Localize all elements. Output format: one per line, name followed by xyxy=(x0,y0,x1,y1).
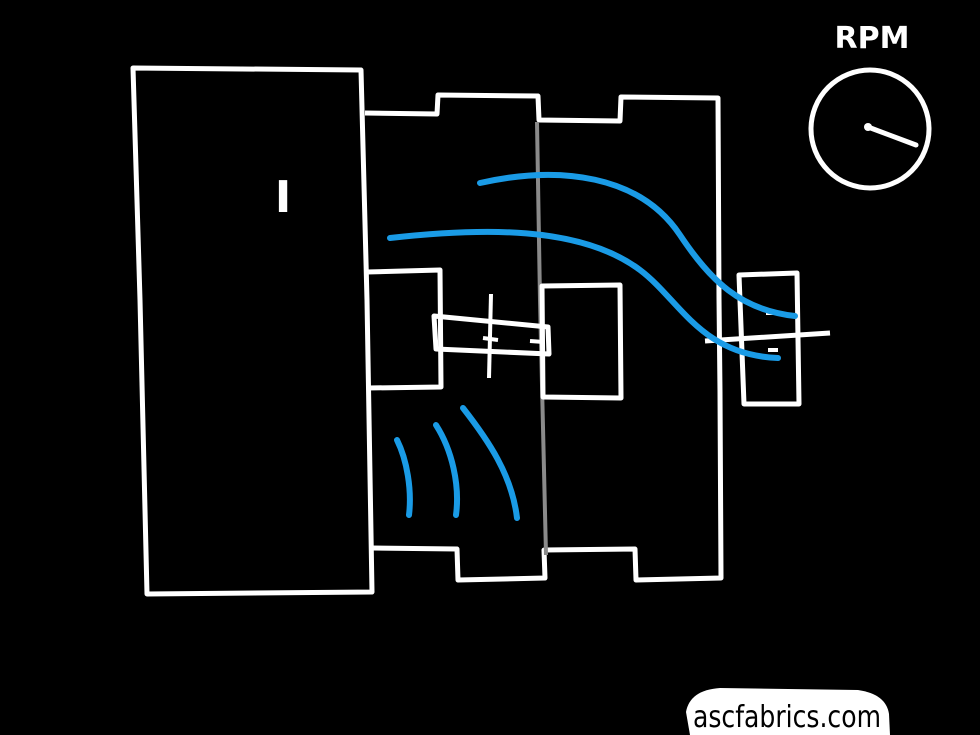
flow-line-lower xyxy=(387,228,781,361)
fluid-swirl-arcs xyxy=(394,405,520,521)
flow-line-upper xyxy=(477,171,798,319)
watermark-text: ascfabrics.com xyxy=(693,700,881,735)
swirl-arc-1 xyxy=(394,437,413,518)
turbine-inner-notch xyxy=(539,282,624,401)
rpm-label: RPM xyxy=(835,21,910,56)
output-shaft xyxy=(704,270,831,407)
rpm-gauge: RPM xyxy=(808,21,932,191)
gauge-dial xyxy=(808,67,932,191)
motor-label: I xyxy=(275,172,291,223)
fluid-flow-lines xyxy=(387,171,798,361)
impeller-inner-notch xyxy=(366,267,444,391)
swirl-arc-2 xyxy=(433,422,460,518)
gauge-pivot xyxy=(864,123,872,131)
gauge-needle xyxy=(865,124,919,148)
stator-bar xyxy=(431,293,552,379)
motor-block: I xyxy=(130,65,375,597)
swirl-arc-3 xyxy=(460,405,520,521)
watermark-badge: ascfabrics.com xyxy=(686,688,890,735)
